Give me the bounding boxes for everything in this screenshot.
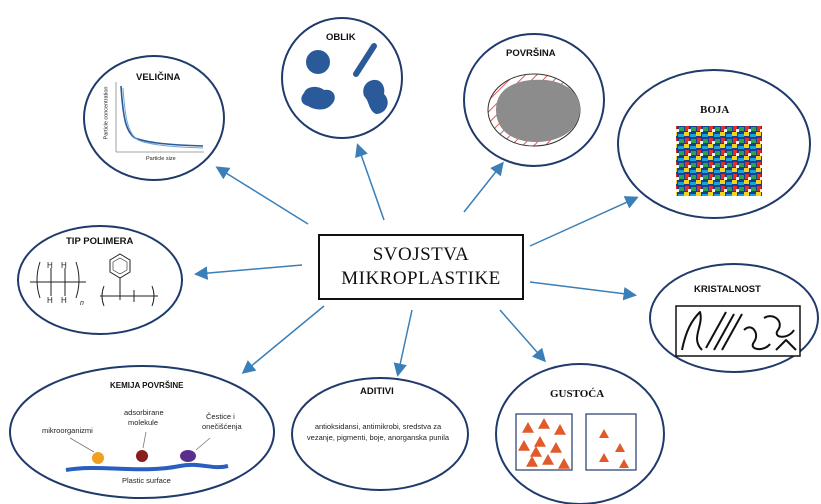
node-kemija-povrsine — [9, 365, 275, 499]
arrow-boja — [529, 196, 639, 247]
fiber-shape — [353, 43, 377, 77]
plastic-surface-line — [65, 462, 229, 472]
density-triangle-high — [554, 424, 566, 435]
central-title-box: SVOJSTVA MIKROPLASTIKE — [318, 234, 524, 300]
density-triangle-low — [615, 443, 625, 452]
microorganism-shape — [92, 452, 104, 464]
node-tip-polimera: H H H H n — [17, 225, 183, 335]
adsorbed-molecule-shape — [136, 450, 148, 462]
velicina-xlabel: Particle size — [146, 156, 176, 162]
density-triangle-high — [530, 446, 542, 457]
label-kristalnost: KRISTALNOST — [694, 284, 761, 295]
svg-text:H: H — [47, 296, 53, 305]
label-aditivi: ADITIVI — [360, 386, 394, 397]
density-triangle-high — [538, 418, 550, 429]
label-adsorbirane-1: adsorbirane — [124, 408, 164, 417]
density-triangle-high — [522, 422, 534, 433]
arrow-aditivi — [393, 309, 413, 377]
label-oblik: OBLIK — [326, 32, 356, 43]
label-gustoca: GUSTOĆA — [550, 388, 605, 400]
label-povrsina: POVRŠINA — [506, 48, 556, 59]
fragment-shape — [301, 86, 335, 110]
weathered-surface-shape — [496, 79, 581, 142]
arrow-povrsina — [463, 161, 504, 213]
node-povrsina — [463, 33, 605, 167]
aditivi-description: antioksidansi, antimikrobi, sredstva za … — [306, 422, 450, 442]
svg-text:H: H — [61, 261, 67, 270]
central-title-line-2: MIKROPLASTIKE — [341, 268, 501, 289]
crystallinity-image — [675, 305, 801, 357]
label-kemija-povrsine: KEMIJA POVRŠINE — [110, 381, 184, 390]
svg-text:H: H — [61, 296, 67, 305]
svg-text:n: n — [80, 300, 84, 307]
label-tip-polimera: TIP POLIMERA — [66, 236, 134, 247]
round-particle-shape — [306, 50, 330, 74]
label-cestice-1: Čestice i — [206, 412, 235, 421]
colored-fragments-image — [676, 126, 762, 196]
arrow-oblik — [355, 143, 385, 221]
node-kristalnost — [649, 263, 819, 373]
node-boja — [617, 69, 811, 219]
node-gustoca — [495, 363, 665, 504]
label-plastic-surface: Plastic surface — [122, 476, 171, 485]
arrow-kristalnost — [529, 281, 637, 301]
contaminant-particle-shape — [180, 450, 196, 462]
irregular-shape — [363, 79, 388, 114]
density-triangle-high — [558, 458, 570, 469]
density-triangle-low — [599, 453, 609, 462]
polyethylene-formula — [30, 261, 86, 299]
central-title-line-1: SVOJSTVA — [372, 244, 470, 265]
arrow-gustoca — [499, 309, 546, 363]
density-triangle-high — [534, 436, 546, 447]
label-cestice-2: onečišćenja — [202, 422, 242, 431]
label-mikroorganizmi: mikroorganizmi — [42, 426, 93, 435]
density-triangle-low — [599, 429, 609, 438]
velicina-ylabel: Particle concentration — [103, 86, 110, 140]
density-triangle-high — [518, 440, 530, 451]
svg-text:H: H — [47, 261, 53, 270]
label-adsorbirane-2: molekule — [128, 418, 159, 427]
polystyrene-formula — [100, 253, 158, 307]
arrow-kemija — [241, 305, 325, 374]
density-triangle-high — [550, 442, 562, 453]
label-velicina: VELIČINA — [136, 72, 181, 83]
node-velicina — [83, 55, 225, 181]
node-aditivi — [291, 377, 469, 491]
density-triangle-low — [619, 459, 629, 468]
node-oblik — [281, 17, 403, 139]
density-triangle-high — [542, 454, 554, 465]
arrow-tip-polimera — [194, 264, 303, 280]
arrow-velicina — [215, 166, 309, 225]
label-boja: BOJA — [700, 104, 730, 116]
density-triangle-high — [526, 456, 538, 467]
density-box-low — [585, 413, 637, 471]
